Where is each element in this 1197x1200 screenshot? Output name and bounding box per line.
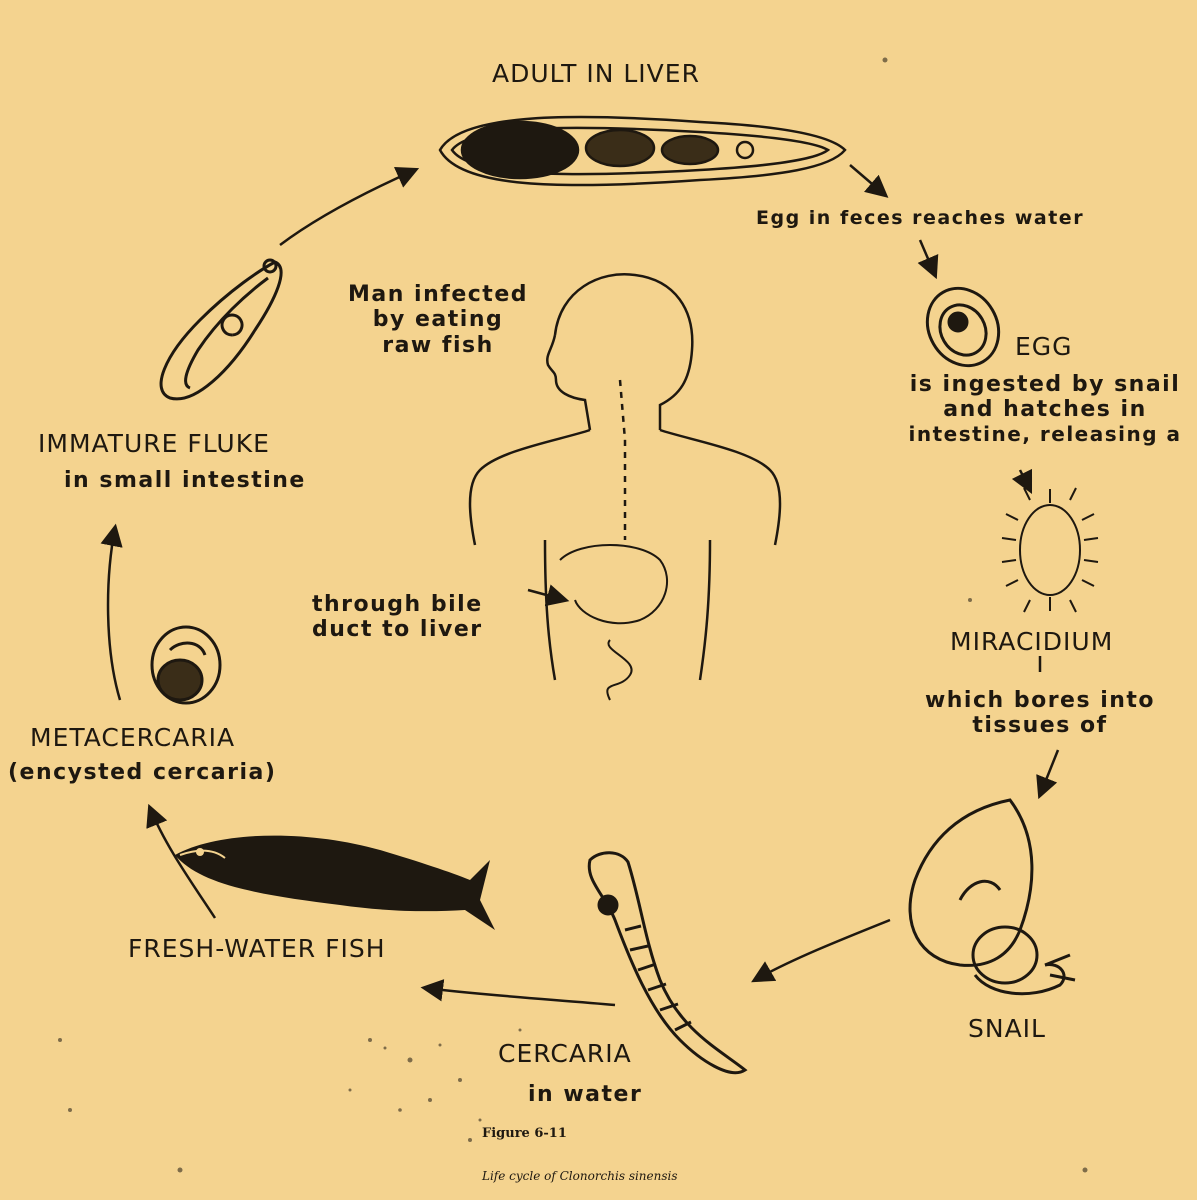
fish-icon — [175, 835, 495, 930]
immature-fluke-description: in small intestine — [64, 468, 306, 493]
human-body-icon — [468, 273, 782, 701]
miracidium-description: which bores into tissues of — [905, 688, 1175, 739]
arrow-fish-to-metacercaria — [146, 803, 217, 919]
cercaria-icon — [587, 851, 748, 1075]
arrow-feces-to-egg — [917, 239, 939, 280]
immature-fluke-icon — [159, 258, 283, 401]
man-line-2: by eating — [372, 307, 504, 333]
adult-label: ADULT IN LIVER — [492, 59, 700, 88]
figure-number: Figure 6-11 — [482, 1126, 567, 1141]
egg-label: EGG — [1015, 332, 1073, 361]
figure-caption: Life cycle of Clonorchis sinensis — [482, 1169, 678, 1183]
metacercaria-icon — [150, 625, 222, 705]
arrow-miracidium-to-snail — [1036, 749, 1060, 800]
bile-line-2: duct to liver — [312, 617, 483, 643]
egg-description: is ingested by snail and hatches in inte… — [895, 372, 1195, 446]
arrow-egg-to-miracidium — [1011, 468, 1033, 495]
cercaria-description: in water — [528, 1082, 643, 1107]
man-infected-text: Man infected by eating raw fish — [318, 282, 558, 358]
snail-label: SNAIL — [968, 1014, 1046, 1043]
arrow-metacercaria-to-immature — [100, 523, 123, 701]
bile-line-1: through bile — [312, 592, 483, 617]
fish-label: FRESH-WATER FISH — [128, 934, 386, 963]
egg-desc-line-3: intestine, releasing a — [908, 421, 1182, 446]
metacercaria-label: METACERCARIA — [30, 723, 236, 752]
adult-fluke-icon — [438, 115, 847, 187]
arrow-immature-to-adult — [279, 167, 420, 247]
man-line-3: raw fish — [382, 332, 494, 358]
miracidium-desc-line-1: which bores into — [924, 688, 1156, 713]
arrow-bile-duct — [527, 584, 570, 607]
arrow-cercaria-to-fish — [420, 979, 616, 1007]
arrow-adult-to-feces — [849, 164, 889, 198]
man-line-1: Man infected — [348, 282, 528, 307]
immature-fluke-label: IMMATURE FLUKE — [38, 429, 270, 458]
bile-duct-text: through bile duct to liver — [312, 592, 483, 643]
paper-smudge — [58, 57, 1088, 1173]
egg-icon — [925, 286, 1001, 368]
arrow-snail-to-cercaria — [751, 918, 891, 983]
egg-in-feces-label: Egg in feces reaches water — [756, 207, 1085, 229]
cycle-arrows — [100, 164, 1060, 1007]
metacercaria-description: (encysted cercaria) — [8, 760, 277, 785]
cercaria-label: CERCARIA — [498, 1039, 632, 1068]
egg-desc-line-1: is ingested by snail — [909, 372, 1181, 397]
snail-icon — [908, 798, 1076, 996]
egg-desc-line-2: and hatches in — [943, 397, 1147, 423]
miracidium-label: MIRACIDIUM — [950, 627, 1114, 656]
miracidium-icon — [1001, 487, 1099, 613]
miracidium-desc-line-2: tissues of — [972, 713, 1108, 739]
